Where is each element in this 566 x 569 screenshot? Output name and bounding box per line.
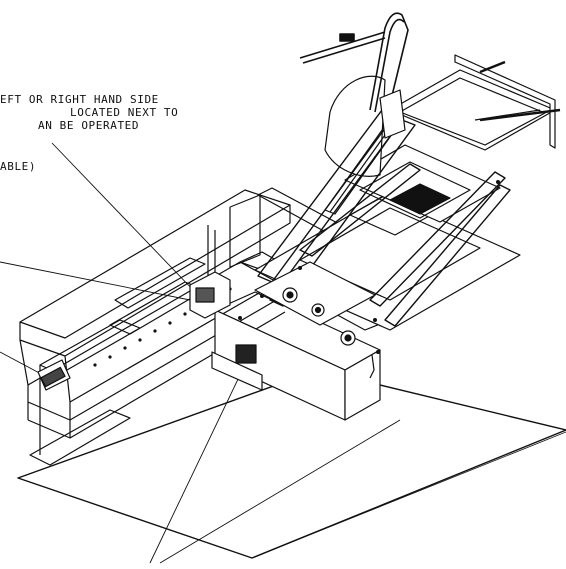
leader-lines [0, 142, 401, 564]
fasteners [238, 180, 500, 354]
top-rods [479, 60, 561, 122]
note-line-4: ABLE) [0, 160, 37, 173]
top-platform-plate [389, 54, 556, 151]
mount-bracket [189, 271, 231, 319]
pump-housing [211, 194, 381, 421]
curved-guard [324, 75, 386, 177]
side-plates [254, 89, 406, 346]
note-line-1: EFT OR RIGHT HAND SIDE [0, 93, 159, 106]
note-line-3: AN BE OPERATED [38, 119, 140, 132]
left-bracket [37, 359, 71, 391]
floor-plate [17, 369, 566, 559]
note-line-2: LOCATED NEXT TO [70, 106, 179, 119]
handrail [299, 12, 409, 113]
safety-chain [369, 354, 375, 379]
